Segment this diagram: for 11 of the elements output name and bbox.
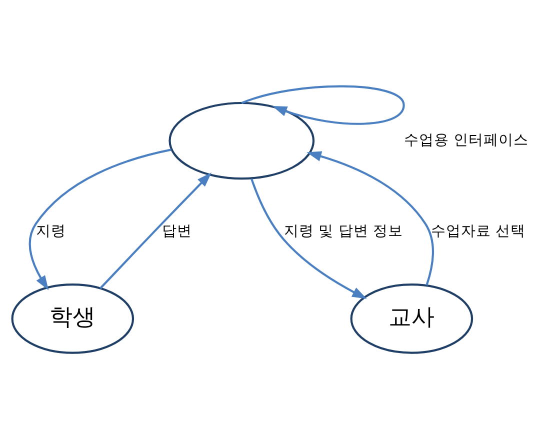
node-ellipse: 학생 <box>11 284 134 354</box>
arrow <box>306 151 434 286</box>
arrow <box>100 172 212 290</box>
arrow <box>250 178 367 299</box>
edge-label: 수업자료 선택 <box>430 222 526 240</box>
edge-label: 답변 <box>162 222 192 240</box>
edge-label: 수업용 인터페이스 <box>404 132 529 149</box>
edge-label: 지령 및 답변 정보 <box>284 222 403 240</box>
node-ellipse <box>168 102 315 180</box>
edge-label: 지령 <box>36 222 66 240</box>
arrow <box>28 148 172 290</box>
